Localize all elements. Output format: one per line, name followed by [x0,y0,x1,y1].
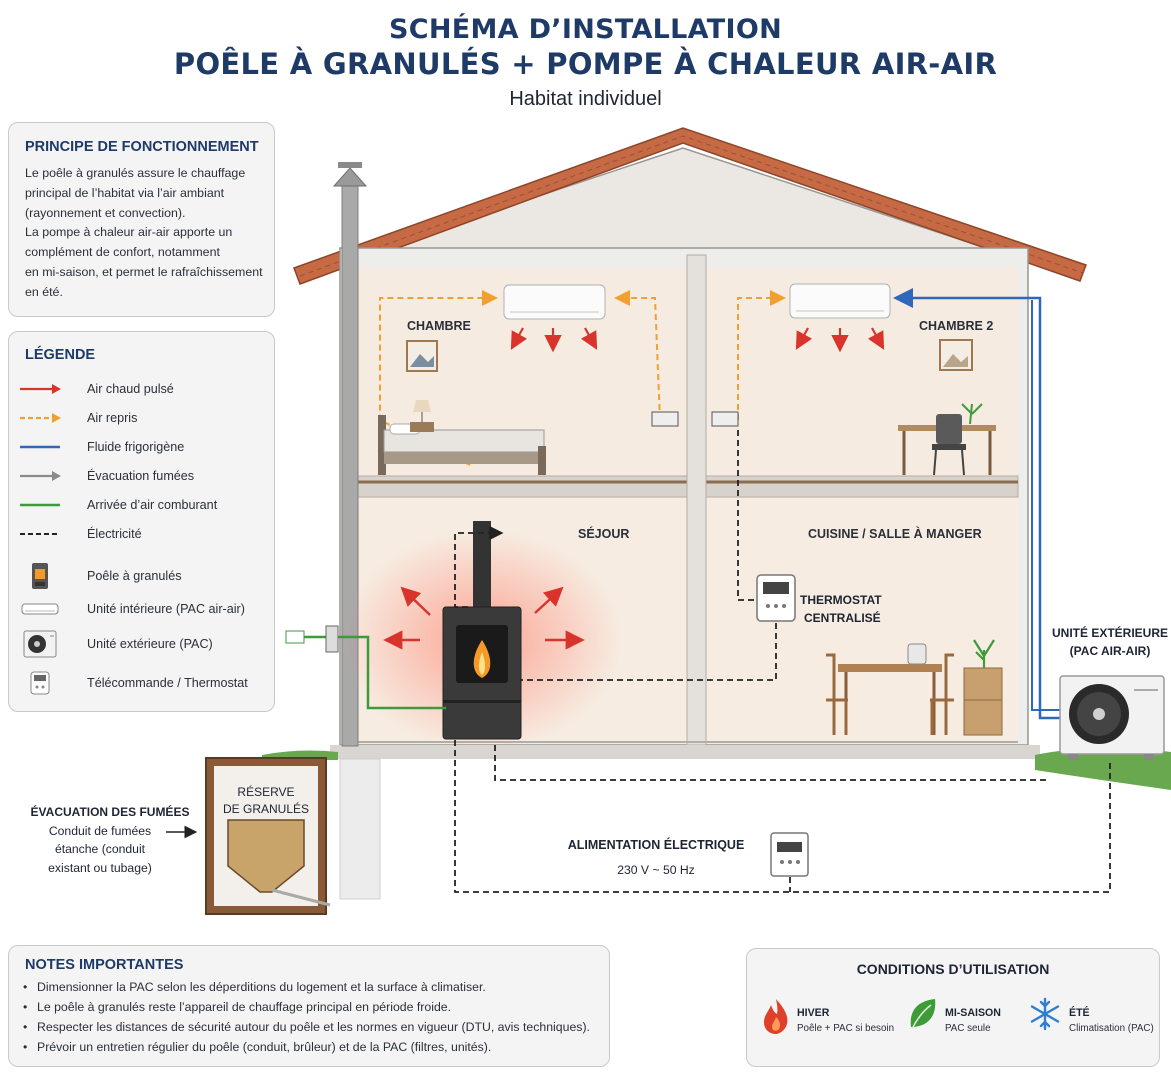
legend-label: Arrivée d’air comburant [87,498,218,512]
snowflake-icon [1030,997,1060,1031]
notes-panel: NOTES IMPORTANTES Dimensionner la PAC se… [8,945,610,1067]
thermostat [756,574,796,622]
vent-grille [651,411,679,427]
legend-item: Air repris [9,407,137,429]
principle-line: complément de confort, notamment [25,245,220,260]
desk [898,403,996,476]
legend-item: Télécommande / Thermostat [9,670,248,696]
outdoor-unit [1059,675,1165,760]
roof [293,127,1087,285]
stove-hot-air-arrows [383,586,585,650]
pellet-stove [442,521,522,740]
legend-label: Unité extérieure (PAC) [87,637,213,651]
green-line-icon [20,503,60,507]
vent-grille [711,411,739,427]
legend-label: Poêle à granulés [87,569,182,583]
note-item: Le poêle à granulés reste l’appareil de … [23,1000,451,1014]
nightstand [410,400,434,432]
condition-sub-mi-saison: PAC seule [945,1023,991,1034]
condition-label-mi-saison: MI-SAISON [945,1007,1001,1019]
legend-item: Unité extérieure (PAC) [9,630,213,658]
legend-label: Fluide frigorigène [87,440,185,454]
room-label-chambre2: CHAMBRE 2 [919,319,994,333]
bed [378,415,546,475]
legend-item: Fluide frigorigène [9,436,184,458]
title-line-1: SCHÉMA D’INSTALLATION [389,14,782,45]
room-label-chambre: CHAMBRE [407,319,471,333]
legend-label: Télécommande / Thermostat [87,676,248,690]
legend-label: Électricité [87,527,142,541]
foundation [339,758,381,900]
legend-title: LÉGENDE [25,347,96,363]
legend-item: Unité intérieure (PAC air-air) [9,598,245,620]
pellet-reserve-label: RÉSERVE DE GRANULÉS [222,785,310,816]
thermostat-label: THERMOSTAT CENTRALISÉ [800,593,882,625]
room-label-sejour: SÉJOUR [578,527,630,541]
internal-wall [686,254,707,746]
condition-sub-hiver: Poêle + PAC si besoin [797,1023,895,1034]
subtitle: Habitat individuel [509,88,662,110]
condition-sub-ete: Climatisation (PAC) [1069,1023,1154,1034]
electric-meter [770,832,809,877]
gable-wall [339,147,1029,263]
dining-table [826,639,1003,736]
electric-lines [454,430,1111,893]
legend-label: Unité intérieure (PAC air-air) [87,602,245,616]
red-arrow-icon [20,384,61,394]
indoor-unit-left [503,284,606,320]
legend-item: Air chaud pulsé [9,378,174,400]
flame-icon [764,999,788,1034]
principle-text: Le poêle à granulés assure le chauffage … [25,164,263,303]
power-label: ALIMENTATION ÉLECTRIQUE 230 V ~ 50 Hz [567,838,745,877]
outdoor-unit-label: UNITÉ EXTÉRIEURE (PAC AIR-AIR) [1051,626,1168,658]
room-label-cuisine: CUISINE / SALLE À MANGER [808,527,982,541]
note-item: Prévoir un entretien régulier du poêle (… [23,1040,491,1054]
conditions-title: CONDITIONS D’UTILISATION [856,961,1050,977]
condition-label-hiver: HIVER [797,1007,830,1019]
notes-title: NOTES IMPORTANTES [25,957,184,973]
gray-arrow-icon [20,471,61,481]
legend-item: Arrivée d’air comburant [9,494,217,516]
indoor-unit-icon [21,603,59,615]
principle-line: en été. [25,284,63,299]
blue-line-icon [20,445,60,449]
leaf-icon [910,999,936,1030]
fumes-label: ÉVACUATION DES FUMÉES Conduit de fumées … [30,805,190,875]
black-dashed-line-icon [20,533,60,535]
outdoor-unit-icon [23,630,57,658]
orange-dashed-arrow-icon [20,413,61,423]
note-item: Dimensionner la PAC selon les déperditio… [23,980,486,994]
indoor-unit-right [789,283,891,319]
principle-line: La pompe à chaleur air-air apporte un [25,225,233,240]
pellet-reserve [205,757,331,915]
thermostat-icon [30,671,50,695]
legend-label: Air repris [87,411,138,425]
principle-panel: PRINCIPE DE FONCTIONNEMENT Le poêle à gr… [8,122,275,317]
principle-line: principal de l’habitat via l’air ambiant [25,185,225,200]
legend-panel: LÉGENDE Air chaud pulsé Air repris Fluid… [8,331,275,712]
ground-slab [330,745,1040,759]
refrigerant-line [893,288,1060,720]
legend-label: Évacuation fumées [87,469,195,483]
principle-line: (rayonnement et convection). [25,205,186,220]
pellet-stove-icon [32,563,48,589]
legend-item: Poêle à granulés [9,562,182,590]
legend-item: Évacuation fumées [9,465,194,487]
legend-label: Air chaud pulsé [87,382,174,396]
legend-item: Électricité [9,523,142,545]
title-line-2: POÊLE À GRANULÉS + POMPE À CHALEUR AIR-A… [173,47,998,81]
hot-air-arrows-upstairs [510,327,885,353]
principle-line: Le poêle à granulés assure le chauffage [25,166,246,180]
conditions-panel: CONDITIONS D’UTILISATION HIVER Poêle + P… [746,948,1160,1067]
condition-label-ete: ÉTÉ [1069,1007,1090,1019]
principle-title: PRINCIPE DE FONCTIONNEMENT [25,139,259,155]
principle-line: en mi-saison, et permet le rafraîchissem… [25,264,263,279]
note-item: Respecter les distances de sécurité auto… [23,1020,590,1034]
